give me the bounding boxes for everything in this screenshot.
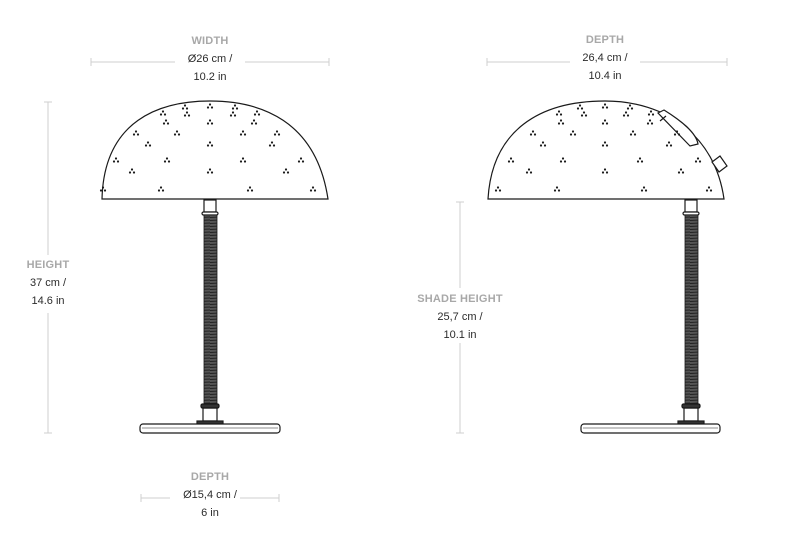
shade-height-value-in: 10.1 in <box>443 329 477 341</box>
depth-top-title: DEPTH <box>585 34 625 46</box>
side-lamp <box>487 100 728 434</box>
shade-height-dimension-line <box>456 201 464 434</box>
width-value-in: 10.2 in <box>193 71 227 83</box>
depth-dimension-line <box>486 58 728 66</box>
base-depth-title: DEPTH <box>190 471 230 483</box>
base-depth-dimension-line <box>140 494 280 502</box>
height-title: HEIGHT <box>26 259 70 271</box>
base-depth-value-in: 6 in <box>201 507 219 519</box>
height-value-cm: 37 cm / <box>29 277 67 289</box>
height-dimension-line <box>44 101 52 434</box>
width-value-cm: Ø26 cm / <box>187 53 233 65</box>
shade-height-title: SHADE HEIGHT <box>417 293 503 305</box>
height-value-in: 14.6 in <box>31 295 65 307</box>
depth-top-value-in: 10.4 in <box>588 70 622 82</box>
width-title: WIDTH <box>191 35 229 47</box>
shade-height-value-cm: 25,7 cm / <box>437 311 483 323</box>
base-depth-value-cm: Ø15,4 cm / <box>183 489 237 501</box>
shade-height-label: SHADE HEIGHT 25,7 cm / 10.1 in <box>400 290 520 344</box>
width-label: WIDTH Ø26 cm / 10.2 in <box>160 32 260 86</box>
width-dimension-line <box>90 58 330 66</box>
front-lamp <box>99 100 329 434</box>
height-label: HEIGHT 37 cm / 14.6 in <box>8 256 88 310</box>
base-depth-label: DEPTH Ø15,4 cm / 6 in <box>160 468 260 522</box>
depth-top-label: DEPTH 26,4 cm / 10.4 in <box>555 31 655 85</box>
depth-top-value-cm: 26,4 cm / <box>582 52 628 64</box>
